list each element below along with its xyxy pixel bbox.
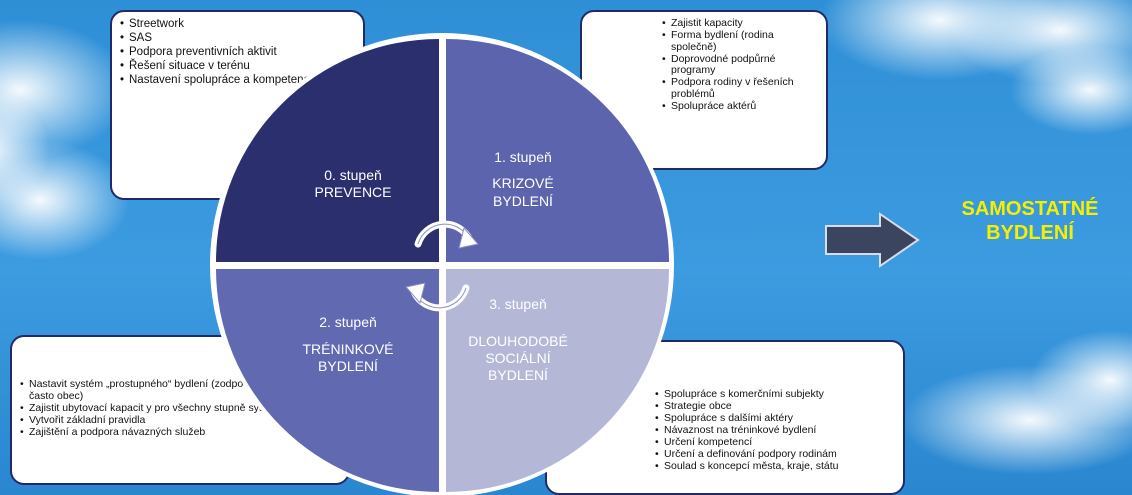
stage2-activity-item: Nastavit systém „prostupného“ bydlení (z… xyxy=(20,378,340,402)
stage1-activity-item: Doprovodné podpůrné programy xyxy=(662,53,818,77)
stage0-activity-item: Řešení situace v terénu xyxy=(120,60,355,73)
stage0-activity-item: Streetwork xyxy=(120,18,355,31)
stage0-quadrant xyxy=(216,39,439,262)
goal-line2: BYDLENÍ xyxy=(986,222,1074,244)
stage2-activity-item: Zajistit ubytovací kapacit y pro všechny… xyxy=(20,402,340,415)
stage3-title: 3. stupeň xyxy=(489,296,547,312)
stage3-activity-item: Určení kompetencí xyxy=(655,436,895,449)
goal-label: SAMOSTATNÉ BYDLENÍ xyxy=(935,197,1125,245)
stage3-name-line2: SOCIÁLNÍ xyxy=(485,350,550,366)
stage1-activities-list: Zajistit kapacityForma bydlení (rodina s… xyxy=(662,17,818,113)
stage2-name-line1: TRÉNINKOVÉ xyxy=(302,341,393,357)
stage2-quadrant xyxy=(216,269,439,492)
stage3-name-line3: BYDLENÍ xyxy=(488,367,548,383)
stage1-title: 1. stupeň xyxy=(494,149,552,165)
stage3-activity-item: Soulad s koncepcí města, kraje, státu xyxy=(655,460,895,473)
stage1-activity-item: Spolupráce aktérů xyxy=(662,100,818,113)
stage0-name: PREVENCE xyxy=(314,184,391,200)
stage3-name-line1: DLOUHODOBÉ xyxy=(468,333,568,349)
stage1-activity-item: Forma bydlení (rodina společně) xyxy=(662,29,818,53)
stage1-name-line1: KRIZOVÉ xyxy=(492,175,553,191)
stage3-quadrant xyxy=(446,269,669,492)
stage2-activity-item: Zajištění a podpora návazných služeb xyxy=(20,426,340,439)
stage0-activity-item: SAS xyxy=(120,32,355,45)
stage2-activity-item: Vytvořit základní pravidla xyxy=(20,414,340,427)
stage3-activity-item: Strategie obce xyxy=(655,400,895,413)
stage0-title: 0. stupeň xyxy=(324,167,382,183)
stage1-name-line2: BYDLENÍ xyxy=(493,193,553,209)
stage1-activity-item: Podpora rodiny v řešeních problémů xyxy=(662,76,818,100)
stage3-activity-item: Spolupráce s dalšími aktéry xyxy=(655,412,895,425)
stage3-activities-list: Spolupráce s komerčními subjektyStrategi… xyxy=(655,388,895,473)
stage2-name-line2: BYDLENÍ xyxy=(318,358,378,374)
stage1-quadrant xyxy=(446,39,669,262)
stage2-activities-list: Nastavit systém „prostupného“ bydlení (z… xyxy=(20,378,340,439)
stage1-activity-item: Zajistit kapacity xyxy=(662,17,818,30)
cycle-arrows-icon xyxy=(405,220,479,312)
arrow-right-icon xyxy=(825,212,920,268)
stage2-title: 2. stupeň xyxy=(319,314,377,330)
stage0-activity-item: Podpora preventivních aktivit xyxy=(120,46,355,59)
goal-line1: SAMOSTATNÉ xyxy=(961,198,1099,220)
stage3-activity-item: Určení a definování podpory rodinám xyxy=(655,448,895,461)
stage3-activity-item: Spolupráce s komerčními subjekty xyxy=(655,388,895,401)
stage3-activity-item: Návaznost na tréninkové bydlení xyxy=(655,424,895,437)
stage2-activities-box: Nastavit systém „prostupného“ bydlení (z… xyxy=(10,335,350,485)
stage0-activity-item: Nastavení spolupráce a kompetencí aktérů xyxy=(120,74,355,87)
cloud-left xyxy=(0,20,130,260)
stage0-activities-list: StreetworkSASPodpora preventivních aktiv… xyxy=(120,18,355,87)
cloud-bottom-right xyxy=(900,330,1132,475)
cloud-right xyxy=(820,0,1132,135)
